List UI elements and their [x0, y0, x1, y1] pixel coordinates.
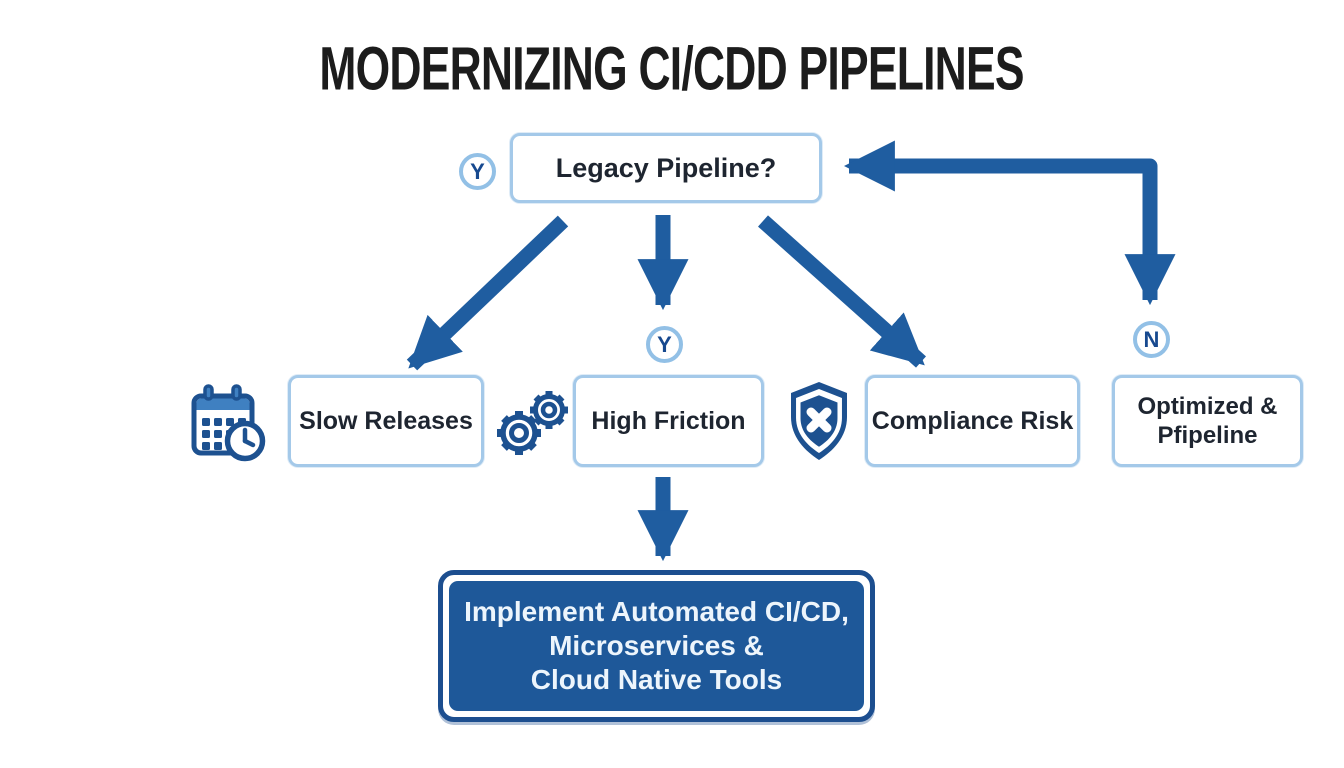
arrow-legacy-to-slow	[406, 215, 569, 371]
yes-badge-middle: Y	[646, 326, 683, 363]
node-optimized-pipeline-line1: Optimized &	[1137, 393, 1278, 420]
arrow-legacy-to-compliance	[758, 215, 926, 368]
no-badge-label: N	[1143, 326, 1160, 352]
calendar-clock-icon	[191, 384, 266, 462]
node-compliance-risk-label: Compliance Risk	[871, 406, 1074, 435]
node-legacy-pipeline: Legacy Pipeline?	[510, 133, 822, 203]
yes-badge-middle-label: Y	[657, 331, 672, 357]
node-solution-line1: Implement Automated CI/CD,	[464, 596, 849, 627]
gears-icon	[497, 391, 568, 455]
no-badge: N	[1133, 321, 1170, 358]
page-title-text: MODERNIZING CI/CDD PIPELINES	[319, 34, 1025, 104]
arrow-no-loop	[843, 140, 1176, 306]
shield-x-icon	[791, 382, 847, 460]
node-solution-line2: Microservices &	[549, 630, 764, 661]
node-high-friction-label: High Friction	[591, 406, 746, 435]
page-title: MODERNIZING CI/CDD PIPELINES	[0, 34, 1344, 104]
node-optimized-pipeline-line2: Pfipeline	[1157, 422, 1258, 449]
yes-badge-top-label: Y	[470, 158, 485, 184]
node-slow-releases: Slow Releases	[288, 375, 484, 467]
node-legacy-pipeline-label: Legacy Pipeline?	[555, 152, 777, 183]
node-solution-inner: Implement Automated CI/CD, Microservices…	[449, 581, 864, 711]
node-optimized-pipeline: Optimized & Pfipeline	[1112, 375, 1303, 467]
yes-badge-top: Y	[459, 153, 496, 190]
node-compliance-risk: Compliance Risk	[865, 375, 1080, 467]
node-solution-line3: Cloud Native Tools	[530, 664, 783, 695]
node-solution: Implement Automated CI/CD, Microservices…	[438, 570, 875, 722]
node-slow-releases-label: Slow Releases	[299, 406, 473, 435]
node-high-friction: High Friction	[573, 375, 764, 467]
